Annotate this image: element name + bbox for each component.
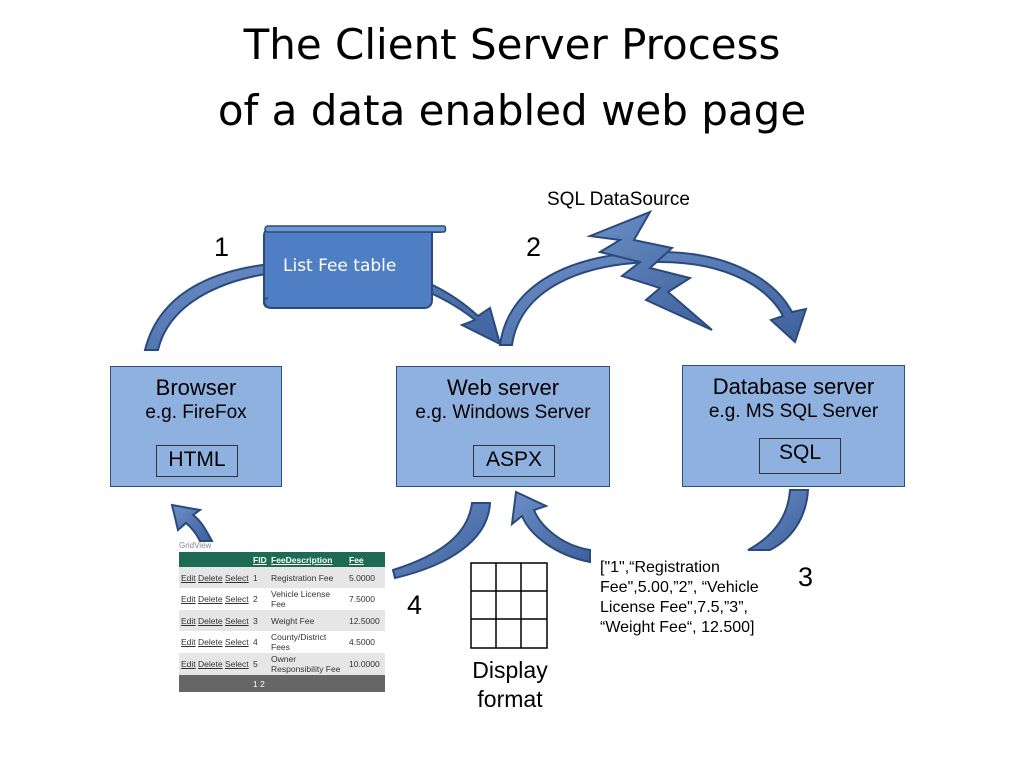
row-actions: Edit Delete Select [179, 588, 251, 610]
display-format-grid-icon [470, 562, 548, 649]
scroll-label: List Fee table [283, 256, 397, 276]
title-line-1: The Client Server Process [243, 20, 781, 69]
select-link[interactable]: Select [224, 637, 249, 647]
database-subtitle: e.g. MS SQL Server [708, 401, 879, 422]
cell-fee: 7.5000 [349, 594, 375, 604]
arrow-gridview-to-browser [170, 503, 214, 542]
title-line-2: of a data enabled web page [217, 86, 807, 135]
edit-link[interactable]: Edit [181, 572, 196, 583]
browser-subtitle: e.g. FireFox [145, 402, 247, 423]
delete-link[interactable]: Delete [198, 594, 223, 604]
edit-link[interactable]: Edit [181, 594, 196, 604]
gridview-pager-row: 1 2 [179, 675, 385, 692]
cell-fee: 4.5000 [349, 637, 375, 647]
step-2-label: 2 [526, 232, 542, 262]
select-link[interactable]: Select [224, 659, 249, 669]
scroll-shape [263, 225, 447, 309]
row-actions: Edit Delete Select [179, 653, 251, 675]
cell-desc: County/District Fees [271, 632, 327, 652]
gridview-table: FID FeeDescription Fee Edit Delete Selec… [179, 552, 385, 692]
table-row: Edit Delete Select 1 Registration Fee 5.… [179, 567, 385, 588]
display-format-line-1: Display [472, 657, 548, 683]
cell-fid: 3 [251, 610, 269, 631]
database-box: Database server e.g. MS SQL Server SQL [682, 365, 905, 487]
row-actions: Edit Delete Select [179, 567, 251, 588]
webserver-box: Web server e.g. Windows Server ASPX [396, 366, 610, 487]
lightning-icon [586, 210, 713, 331]
cell-fee: 5.0000 [347, 567, 385, 588]
browser-html-tag: HTML [156, 445, 238, 477]
delete-link[interactable]: Delete [198, 659, 223, 669]
gridview-header-fee[interactable]: Fee [347, 552, 385, 567]
browser-box: Browser e.g. FireFox HTML [110, 366, 282, 487]
delete-link[interactable]: Delete [198, 615, 223, 626]
cell-fee: 10.0000 [347, 653, 385, 675]
display-format-line-2: format [477, 686, 543, 712]
delete-link[interactable]: Delete [198, 637, 223, 647]
cell-fid: 1 [251, 567, 269, 588]
display-format-label: Display format [450, 656, 570, 714]
cell-desc: Vehicle License Fee [271, 589, 331, 609]
database-title: Database server [712, 374, 875, 399]
cell-fid: 4 [253, 637, 258, 647]
sql-datasource-label: SQL DataSource [547, 189, 690, 210]
cell-fee: 12.5000 [347, 610, 385, 631]
gridview-header-row: FID FeeDescription Fee [179, 552, 385, 567]
arrow-data-to-webserver [510, 490, 591, 564]
gridview-caption: GridView [179, 541, 212, 550]
select-link[interactable]: Select [224, 572, 249, 583]
browser-title: Browser [155, 375, 237, 400]
cell-fid: 2 [253, 594, 258, 604]
table-row: Edit Delete Select 3 Weight Fee 12.5000 [179, 610, 385, 631]
table-row: Edit Delete Select 4 County/District Fee… [179, 631, 385, 653]
step-3-label: 3 [798, 562, 814, 592]
cell-desc: Owner Responsibility Fee [269, 653, 347, 675]
select-link[interactable]: Select [224, 615, 249, 626]
table-row: Edit Delete Select 2 Vehicle License Fee… [179, 588, 385, 610]
cell-fid: 5 [251, 653, 269, 675]
arrow-database-down [747, 489, 810, 551]
webserver-title: Web server [446, 375, 560, 400]
gridview-header-actions [179, 552, 251, 567]
edit-link[interactable]: Edit [181, 659, 196, 669]
gridview-header-feedescription[interactable]: FeeDescription [269, 552, 347, 567]
database-sql-tag: SQL [759, 438, 841, 474]
gridview-pager[interactable]: 1 2 [251, 675, 385, 692]
gridview: GridView FID FeeDescription Fee Edit Del… [179, 541, 385, 692]
edit-link[interactable]: Edit [181, 615, 196, 626]
step-1-label: 1 [214, 232, 230, 262]
select-link[interactable]: Select [224, 594, 249, 604]
delete-link[interactable]: Delete [198, 572, 223, 583]
cell-desc: Registration Fee [269, 567, 347, 588]
row-actions: Edit Delete Select [179, 610, 251, 631]
webserver-aspx-tag: ASPX [473, 445, 555, 477]
row-actions: Edit Delete Select [179, 631, 251, 653]
cell-desc: Weight Fee [269, 610, 347, 631]
arrow-webserver-to-database [498, 250, 808, 346]
data-array-text: ["1",“Registration Fee",5.00,”2”, “Vehic… [600, 559, 759, 636]
edit-link[interactable]: Edit [181, 637, 196, 647]
gridview-header-fid[interactable]: FID [251, 552, 269, 567]
webserver-subtitle: e.g. Windows Server [415, 402, 591, 423]
step-4-label: 4 [407, 590, 423, 620]
table-row: Edit Delete Select 5 Owner Responsibilit… [179, 653, 385, 675]
arrow-webserver-to-gridview [391, 502, 492, 580]
